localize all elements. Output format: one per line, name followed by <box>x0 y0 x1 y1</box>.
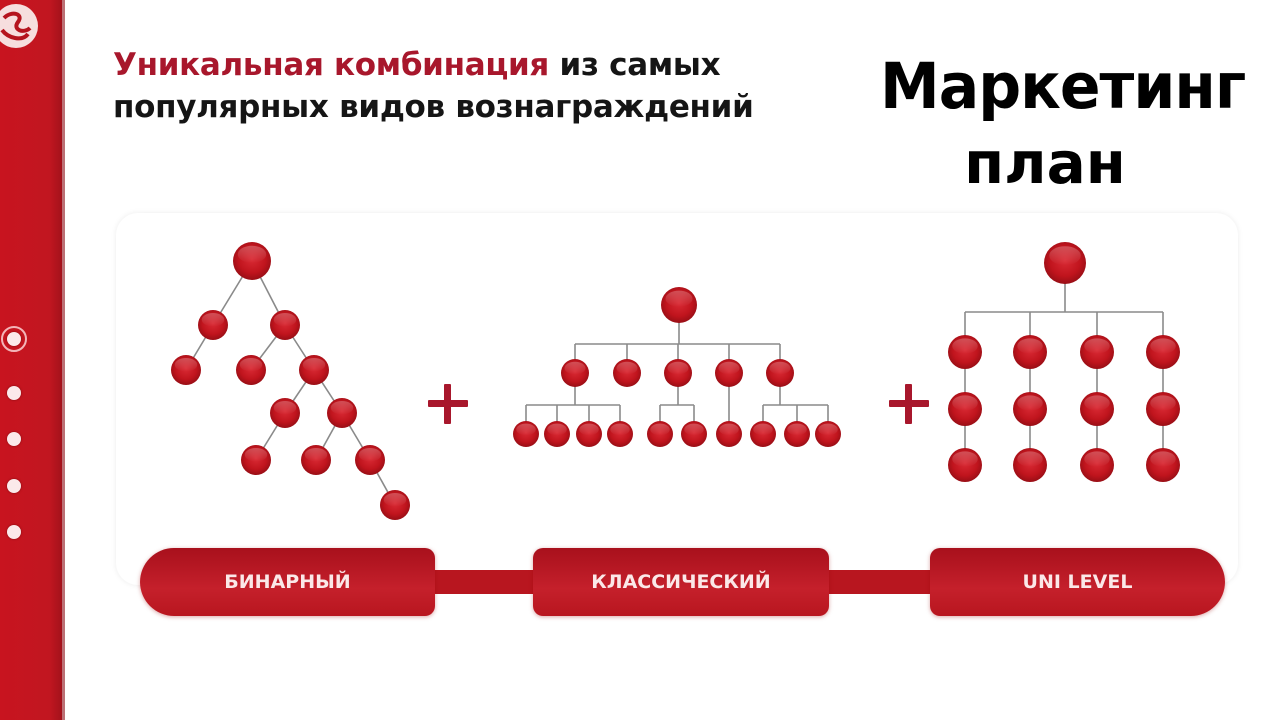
title-line2: популярных видов вознаграждений <box>113 89 754 125</box>
tree-node <box>1080 448 1114 482</box>
tree-node <box>327 398 357 428</box>
tree-node <box>576 421 602 447</box>
tree-node <box>716 421 742 447</box>
tree-node <box>301 445 331 475</box>
tree-node <box>613 359 641 387</box>
plan-binary-button[interactable]: БИНАРНЫЙ <box>140 548 435 616</box>
tree-node <box>750 421 776 447</box>
tree-node <box>784 421 810 447</box>
overlay-line2: план <box>964 129 1126 197</box>
title-line1-rest: из самых <box>549 47 721 83</box>
tree-node <box>270 310 300 340</box>
tree-node <box>241 445 271 475</box>
pill-connector <box>420 570 540 594</box>
tree-node <box>1146 335 1180 369</box>
tree-node <box>1013 392 1047 426</box>
sidebar <box>0 0 62 720</box>
plan-binary-label: БИНАРНЫЙ <box>224 571 351 593</box>
tree-node <box>198 310 228 340</box>
tree-node <box>647 421 673 447</box>
tree-node <box>681 421 707 447</box>
tree-node <box>355 445 385 475</box>
tree-node <box>171 355 201 385</box>
tree-nodes <box>171 242 1180 520</box>
slide-nav-dot[interactable] <box>7 479 21 493</box>
tree-node <box>544 421 570 447</box>
tree-node <box>715 359 743 387</box>
plan-classic-label: КЛАССИЧЕСКИЙ <box>591 571 771 593</box>
page-title: Уникальная комбинация из самых популярны… <box>113 44 754 128</box>
plus-icon <box>428 384 468 424</box>
tree-node <box>1080 392 1114 426</box>
tree-node <box>664 359 692 387</box>
overlay-caption: Маркетинг план <box>880 50 1246 198</box>
tree-node <box>766 359 794 387</box>
tree-node <box>1013 335 1047 369</box>
tree-node <box>513 421 539 447</box>
tree-node <box>1013 448 1047 482</box>
overlay-line1: Маркетинг <box>880 50 1246 124</box>
tree-node <box>299 355 329 385</box>
tree-node <box>607 421 633 447</box>
slide-nav-dot[interactable] <box>7 525 21 539</box>
slide-nav-dot[interactable] <box>7 432 21 446</box>
plan-labels-bar: БИНАРНЫЙ КЛАССИЧЕСКИЙ UNI LEVEL <box>140 548 1225 618</box>
tree-node <box>380 490 410 520</box>
tree-node <box>661 287 697 323</box>
plan-classic-button[interactable]: КЛАССИЧЕСКИЙ <box>533 548 829 616</box>
tree-node <box>948 335 982 369</box>
sidebar-edge <box>62 0 65 720</box>
tree-node <box>815 421 841 447</box>
tree-node <box>233 242 271 280</box>
slide-nav-dot[interactable] <box>1 326 27 352</box>
plan-unilevel-label: UNI LEVEL <box>1022 571 1133 593</box>
pill-connector <box>820 570 940 594</box>
tree-node <box>1044 242 1086 284</box>
tree-node <box>948 392 982 426</box>
tree-node <box>948 448 982 482</box>
tree-node <box>1146 448 1180 482</box>
tree-node <box>270 398 300 428</box>
title-accent: Уникальная комбинация <box>113 47 550 83</box>
plan-unilevel-button[interactable]: UNI LEVEL <box>930 548 1225 616</box>
tree-node <box>1080 335 1114 369</box>
slide-nav-dot[interactable] <box>7 386 21 400</box>
plus-icon <box>889 384 929 424</box>
brand-logo-icon <box>0 4 38 48</box>
tree-node <box>561 359 589 387</box>
tree-node <box>236 355 266 385</box>
tree-node <box>1146 392 1180 426</box>
